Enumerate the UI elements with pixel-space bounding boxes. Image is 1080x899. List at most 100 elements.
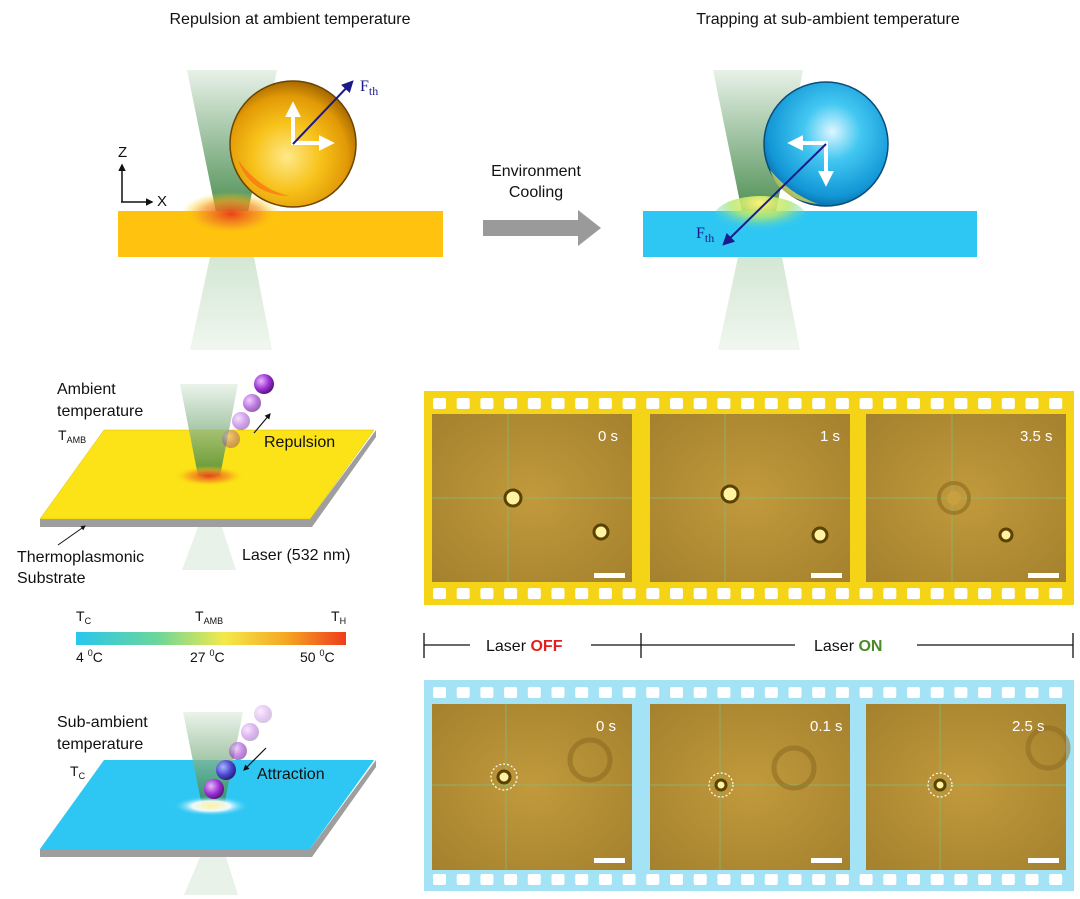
t-c-label: TC — [70, 763, 86, 781]
film-bottom-hole-bottom — [1001, 874, 1015, 885]
film-bottom-hole-top — [907, 687, 920, 698]
laser-beam-sub — [183, 712, 243, 806]
film-bottom-hole-bottom — [622, 874, 636, 885]
film-top-hole-top — [598, 398, 612, 409]
film-bottom-hole-top — [456, 687, 470, 698]
substrate-pointer — [57, 525, 86, 546]
film-top-hole-top — [1025, 398, 1039, 409]
film-top-hole-bottom — [527, 588, 541, 599]
film-top-hole-top — [693, 398, 707, 409]
cold-spot — [712, 196, 808, 244]
film-bottom-hole-bottom — [859, 874, 873, 885]
film-bottom-hole-top — [527, 687, 541, 698]
timeline: Laser OFF Laser ON — [423, 633, 1074, 658]
film-top-hole-top — [764, 398, 778, 409]
film-bottom-hole-bottom — [764, 874, 778, 885]
film-bottom-hole-bottom — [433, 874, 446, 885]
film-bottom-hole-bottom — [693, 874, 707, 885]
film-top-hole-bottom — [741, 588, 755, 599]
film-top-hole-top — [456, 398, 470, 409]
film-bottom-hole-top — [835, 687, 849, 698]
film-top-hole-top — [527, 398, 541, 409]
axis-x-label: X — [157, 193, 167, 210]
film-top-hole-top — [504, 398, 518, 409]
film-bottom-hole-bottom — [575, 874, 589, 885]
cooling-label-1: Environment — [491, 163, 581, 180]
substrate-label-1: Thermoplasmonic — [17, 549, 144, 566]
ambient-label-1: Ambient — [57, 381, 116, 398]
film-top-hole-bottom — [693, 588, 707, 599]
film-bottom-hole-top — [598, 687, 612, 698]
frame-top-3-time: 3.5 s — [1020, 428, 1053, 445]
film-bottom-hole-bottom — [978, 874, 992, 885]
cooling-label-2: Cooling — [509, 184, 563, 201]
film-top-hole-bottom — [433, 588, 446, 599]
hot-substrate — [118, 211, 443, 257]
film-bottom-hole-top — [812, 687, 826, 698]
film-bottom-hole-bottom — [1049, 874, 1063, 885]
colorbar-value-1: 4 0C — [76, 648, 103, 665]
film-top-hole-bottom — [670, 588, 683, 599]
colorbar: TC TAMB TH 4 0C 27 0C 50 0C — [76, 608, 346, 665]
film-bottom-hole-bottom — [907, 874, 920, 885]
laser-on-label: Laser ON — [814, 638, 882, 655]
thermophoretic-force-arrow-cold — [722, 143, 827, 246]
film-top-hole-top — [1001, 398, 1015, 409]
film-top-hole-bottom — [551, 588, 565, 599]
film-top-hole-bottom — [954, 588, 968, 599]
film-top-hole-bottom — [859, 588, 873, 599]
film-top-hole-top — [670, 398, 683, 409]
frame-bottom-2-time: 0.1 s — [810, 718, 843, 735]
particle-blue — [216, 760, 236, 780]
cold-scene: Fth — [643, 70, 977, 350]
film-top-hole-bottom — [907, 588, 920, 599]
t-amb-label: TAMB — [58, 427, 86, 445]
film-bottom-hole-bottom — [883, 874, 897, 885]
frame-top-1-time: 0 s — [598, 428, 618, 445]
film-bottom-hole-bottom — [670, 874, 683, 885]
ambient-label-2: temperature — [57, 403, 143, 420]
colorbar-gradient — [76, 632, 346, 645]
film-bottom-hole-top — [1025, 687, 1039, 698]
film-top-hole-bottom — [835, 588, 849, 599]
film-top-hole-bottom — [598, 588, 612, 599]
repulsion-pointer — [253, 413, 271, 434]
film-bottom-hole-bottom — [954, 874, 968, 885]
repulsion-label: Repulsion — [264, 434, 335, 451]
film-top-hole-bottom — [480, 588, 494, 599]
frame-top-2-time: 1 s — [820, 428, 840, 445]
film-top-hole-top — [835, 398, 849, 409]
cold-sphere-glow — [770, 170, 818, 204]
sub-label-1: Sub-ambient — [57, 714, 148, 731]
film-bottom-hole-top — [433, 687, 446, 698]
film-top-hole-top — [717, 398, 731, 409]
film-bottom-hole-bottom — [598, 874, 612, 885]
particle-ghost-2 — [232, 412, 250, 430]
frame-bottom-3-time: 2.5 s — [1012, 718, 1045, 735]
film-top-hole-top — [741, 398, 755, 409]
film-top-hole-top — [954, 398, 968, 409]
laser-beam-lower-cold — [718, 257, 800, 350]
particle-ghost-a — [254, 705, 272, 723]
thermophoretic-force-arrow-hot — [292, 80, 354, 145]
film-top-hole-top — [812, 398, 826, 409]
film-bottom-hole-bottom — [835, 874, 849, 885]
film-top-hole-bottom — [764, 588, 778, 599]
particle-ghost-b — [241, 723, 259, 741]
sub-label-2: temperature — [57, 736, 143, 753]
film-bottom-hole-top — [551, 687, 565, 698]
ambient-hot-spot — [174, 466, 244, 486]
film-top-hole-top — [859, 398, 873, 409]
particle-ghost-1 — [222, 430, 240, 448]
film-bottom-hole-top — [788, 687, 802, 698]
film-top-hole-bottom — [1049, 588, 1063, 599]
attraction-pointer — [243, 747, 267, 771]
film-top-hole-bottom — [978, 588, 992, 599]
film-bottom-hole-bottom — [717, 874, 731, 885]
colorbar-value-3: 50 0C — [300, 648, 335, 665]
hot-scene: Fth — [118, 70, 443, 350]
film-bottom-hole-top — [1001, 687, 1015, 698]
film-bottom-hole-bottom — [930, 874, 944, 885]
film-bottom-hole-top — [954, 687, 968, 698]
film-top-hole-bottom — [717, 588, 731, 599]
